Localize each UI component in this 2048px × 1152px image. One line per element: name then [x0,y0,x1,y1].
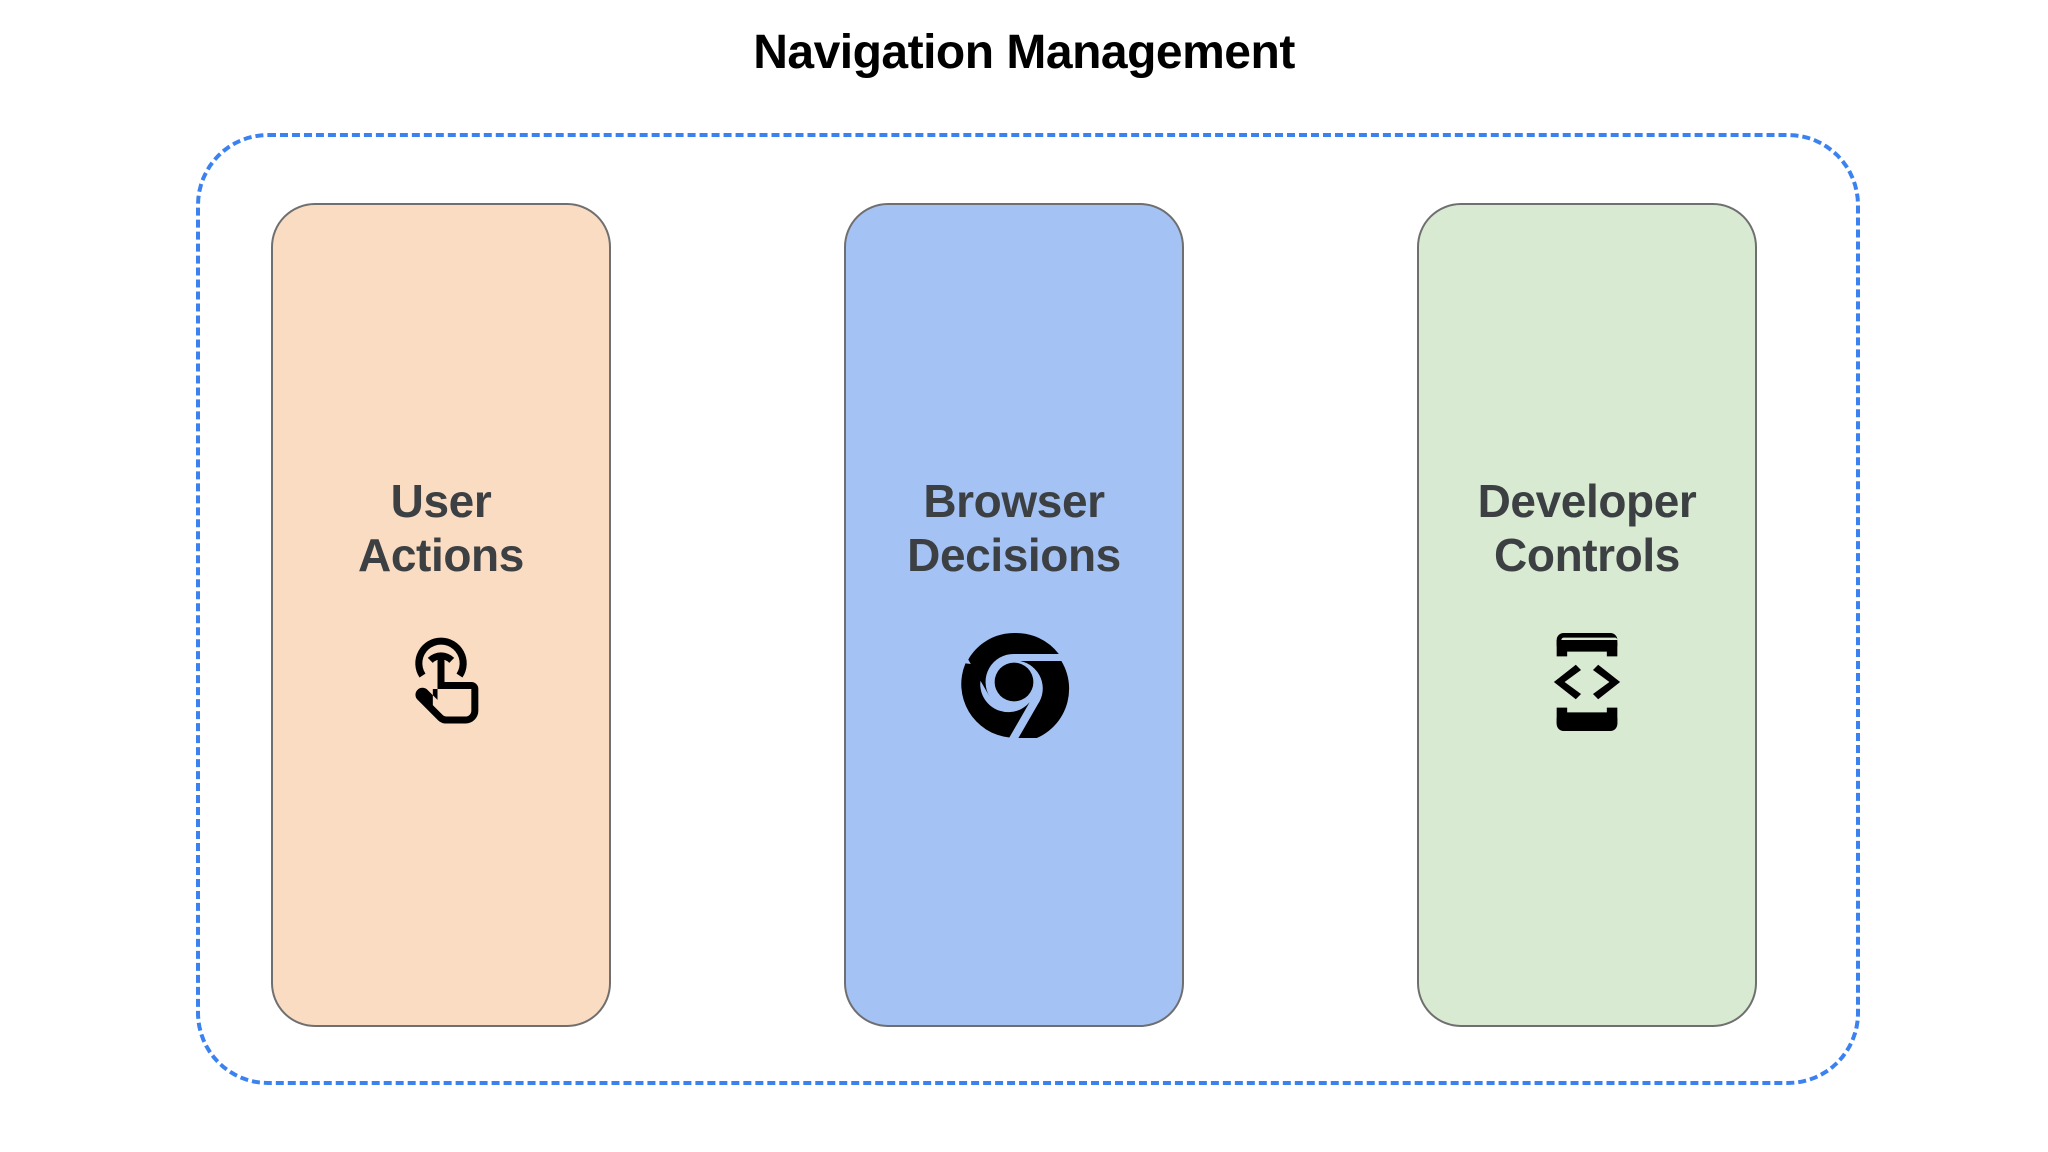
developer-mode-icon [1531,626,1643,738]
cards-row: User Actions Browser Decisions [200,137,1856,1081]
card-content: Browser Decisions [846,474,1182,739]
chrome-logo-icon [958,626,1070,739]
navigation-management-group: User Actions Browser Decisions [196,133,1860,1085]
card-browser-decisions[interactable]: Browser Decisions [844,203,1184,1027]
card-label-developer-controls: Developer Controls [1477,474,1697,581]
card-content: User Actions [273,474,609,739]
card-developer-controls[interactable]: Developer Controls [1417,203,1757,1027]
card-label-user-actions: User Actions [358,474,524,581]
page-title: Navigation Management [753,26,1295,79]
card-content: Developer Controls [1419,474,1755,739]
card-user-actions[interactable]: User Actions [271,203,611,1027]
card-label-browser-decisions: Browser Decisions [907,474,1121,581]
tap-gesture-icon [385,626,497,738]
